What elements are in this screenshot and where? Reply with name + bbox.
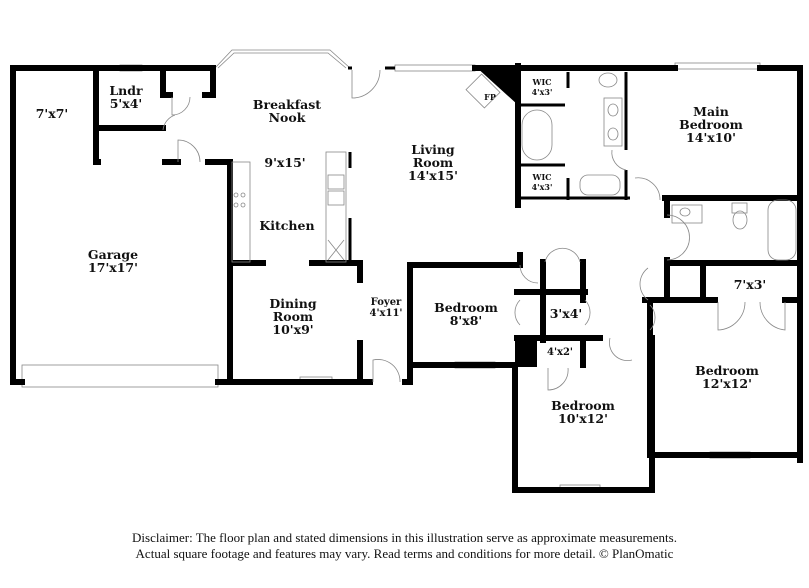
living-room-dims: 14'x15' [408, 168, 458, 183]
wic-1-dims: 4'x3' [532, 87, 553, 97]
bedroom-12x12-label: Bedroom [695, 363, 759, 378]
closet-4x2-dims: 4'x2' [547, 347, 573, 358]
fireplace-label: FP [484, 92, 496, 102]
laundry-dims: 5'x4' [110, 96, 143, 111]
dining-room-label-2: Room [273, 309, 313, 324]
garage-door[interactable] [21, 364, 219, 388]
disclaimer-line-1: Disclaimer: The floor plan and stated di… [132, 530, 677, 545]
breakfast-nook-label-2: Nook [269, 110, 306, 125]
front-door [372, 359, 401, 383]
breakfast-nook-label-1: Breakfast [253, 97, 321, 112]
doors [162, 69, 786, 391]
dining-room-dims: 10'x9' [272, 322, 313, 337]
walls [10, 63, 803, 493]
room-labels: 7'x7' Lndr 5'x4' Breakfast Nook 9'x15' K… [36, 77, 767, 426]
living-room-label-1: Living [411, 142, 455, 157]
bedroom-12x12-dims: 12'x12' [702, 376, 752, 391]
foyer-label: Foyer [371, 297, 402, 308]
bay-window [214, 49, 351, 69]
door-nook [351, 69, 381, 99]
laundry-label: Lndr [109, 83, 143, 98]
wic-2-dims: 4'x3' [532, 182, 553, 192]
main-bedroom-label-2: Bedroom [679, 117, 743, 132]
bedroom-10x12-label: Bedroom [551, 398, 615, 413]
wic-1-label: WIC [531, 77, 551, 87]
main-bedroom-label-1: Main [693, 104, 729, 119]
disclaimer-line-2: Actual square footage and features may v… [135, 546, 674, 561]
breakfast-nook-dims: 9'x15' [264, 155, 305, 170]
door-garage [177, 139, 201, 163]
main-bedroom-dims: 14'x10' [686, 130, 736, 145]
garage-dims: 17'x17' [88, 260, 138, 275]
closet-7x3-dims: 7'x3' [734, 277, 767, 292]
wic-2-label: WIC [531, 172, 551, 182]
bedroom-8x8-dims: 8'x8' [450, 313, 483, 328]
living-room-label-2: Room [413, 155, 453, 170]
bedroom-10x12-dims: 10'x12' [558, 411, 608, 426]
closet-3x4-dims: 3'x4' [550, 306, 583, 321]
closet-7x7-dims: 7'x7' [36, 106, 69, 121]
garage-label: Garage [88, 247, 138, 262]
bedroom-8x8-label: Bedroom [434, 300, 498, 315]
foyer-dims: 4'x11' [370, 308, 403, 319]
dining-room-label-1: Dining [269, 296, 317, 311]
fireplace [465, 73, 501, 109]
fixtures [231, 72, 797, 263]
kitchen-label: Kitchen [259, 218, 314, 233]
